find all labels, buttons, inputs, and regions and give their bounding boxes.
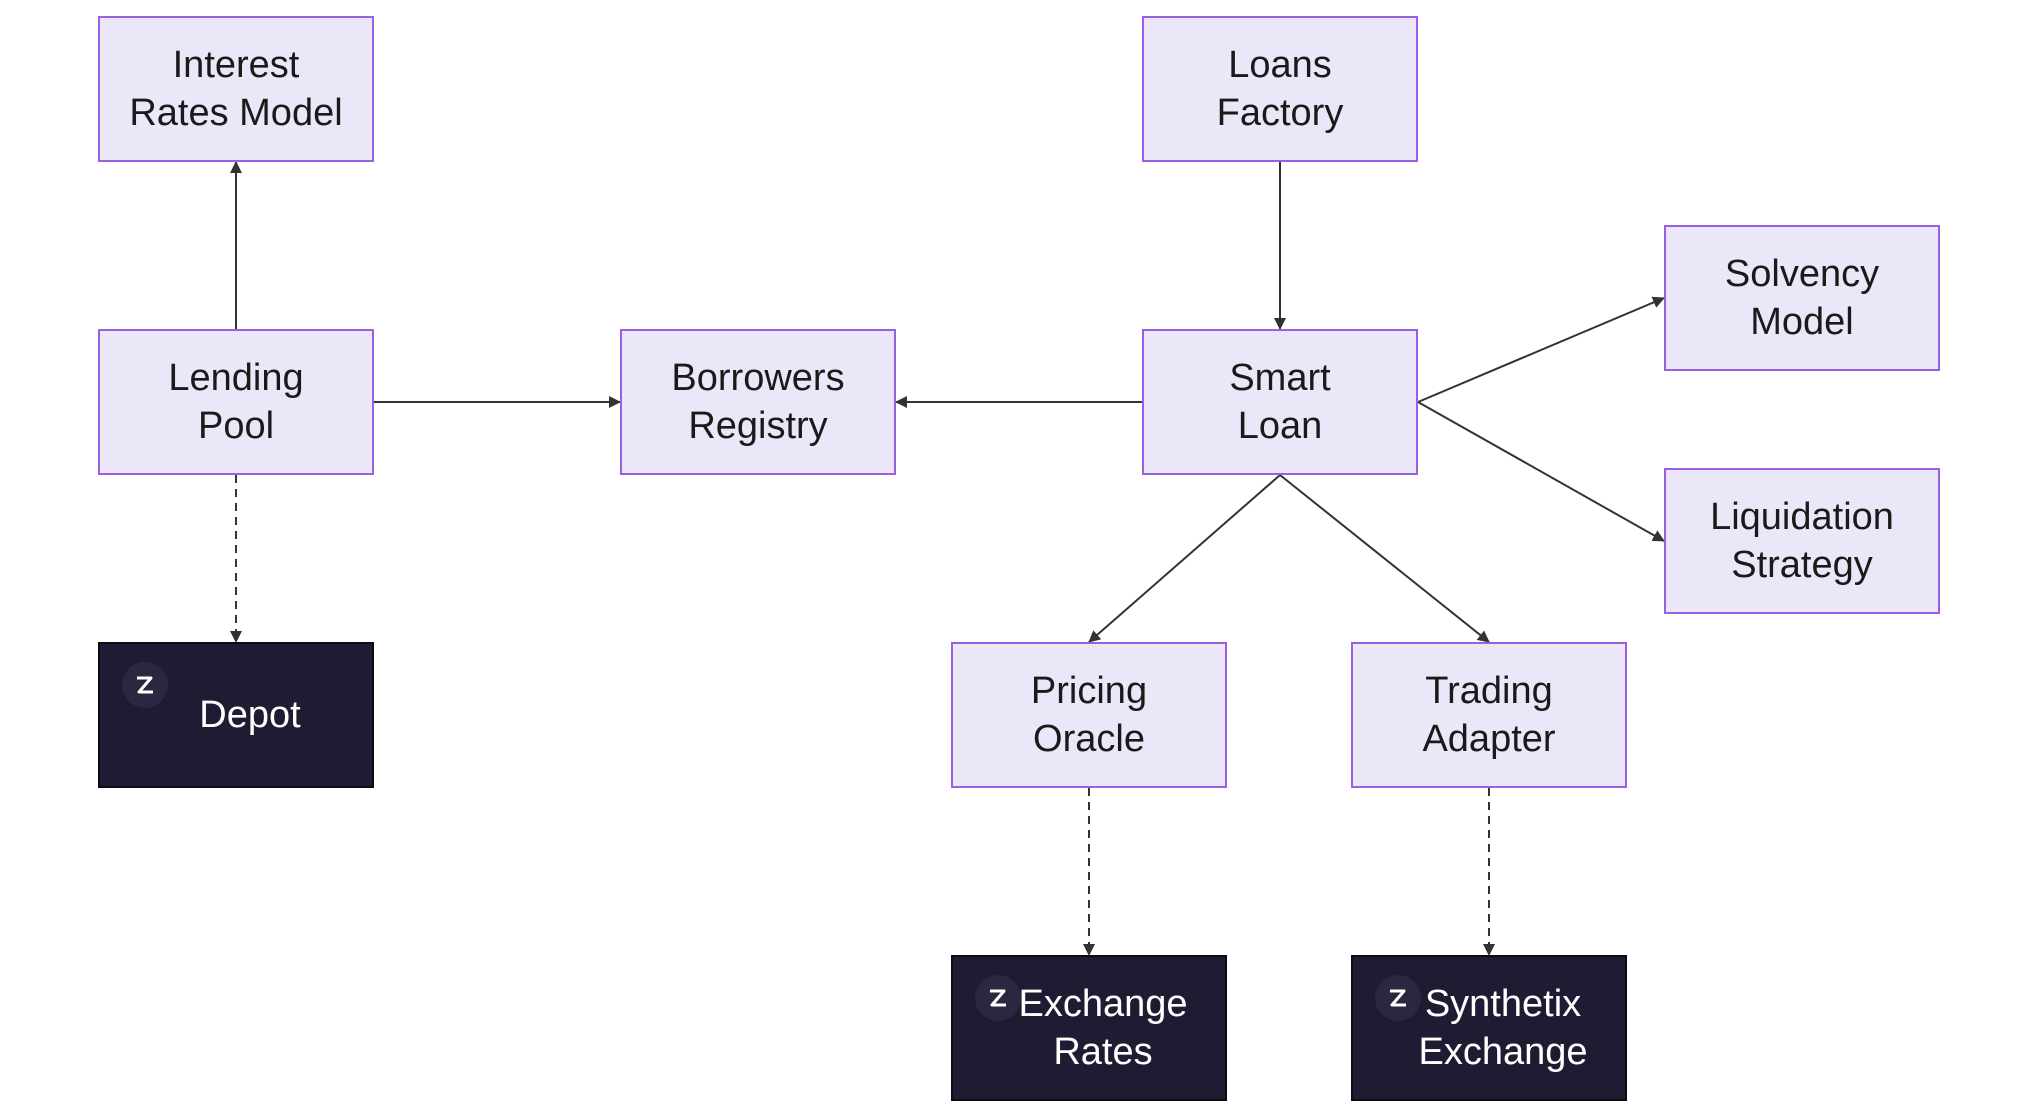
trading-adapter-label: Trading Adapter <box>1422 670 1556 760</box>
pricing-oracle-label: Pricing Oracle <box>1030 670 1148 760</box>
interest-rates-model-label: Interest Rates Model <box>129 44 343 134</box>
exchange-rates-node: Exchange Rates <box>951 955 1227 1101</box>
liquidation-strategy-label: Liquidation Strategy <box>1710 496 1894 586</box>
depot-label: Depot <box>199 694 301 736</box>
edge-smart-loan-to-trading-adapter <box>1279 474 1490 643</box>
lending-pool-node: Lending Pool <box>98 329 374 475</box>
smart-loan-label: Smart Loan <box>1229 357 1331 447</box>
liquidation-strategy-node: Liquidation Strategy <box>1664 468 1940 614</box>
synthetix-exchange-label: Synthetix Exchange <box>1418 983 1588 1073</box>
synthetix-exchange-node: Synthetix Exchange <box>1351 955 1627 1101</box>
edge-smart-loan-to-solvency-model <box>1417 296 1665 403</box>
interest-rates-model-node: Interest Rates Model <box>98 16 374 162</box>
lending-pool-label: Lending Pool <box>168 357 304 447</box>
edge-smart-loan-to-liquidation-strategy <box>1417 401 1665 542</box>
synthetix-logo-icon <box>122 662 168 708</box>
solvency-model-node: Solvency Model <box>1664 225 1940 371</box>
borrowers-registry-node: Borrowers Registry <box>620 329 896 475</box>
synthetix-logo-icon <box>975 975 1021 1021</box>
trading-adapter-node: Trading Adapter <box>1351 642 1627 788</box>
loans-factory-node: Loans Factory <box>1142 16 1418 162</box>
smart-loan-node: Smart Loan <box>1142 329 1418 475</box>
edge-smart-loan-to-pricing-oracle <box>1088 474 1281 643</box>
depot-node: Depot <box>98 642 374 788</box>
synthetix-logo-icon <box>1375 975 1421 1021</box>
solvency-model-label: Solvency Model <box>1724 253 1880 343</box>
pricing-oracle-node: Pricing Oracle <box>951 642 1227 788</box>
borrowers-registry-label: Borrowers Registry <box>671 357 845 447</box>
exchange-rates-label: Exchange Rates <box>1018 983 1188 1073</box>
loans-factory-label: Loans Factory <box>1216 44 1344 134</box>
